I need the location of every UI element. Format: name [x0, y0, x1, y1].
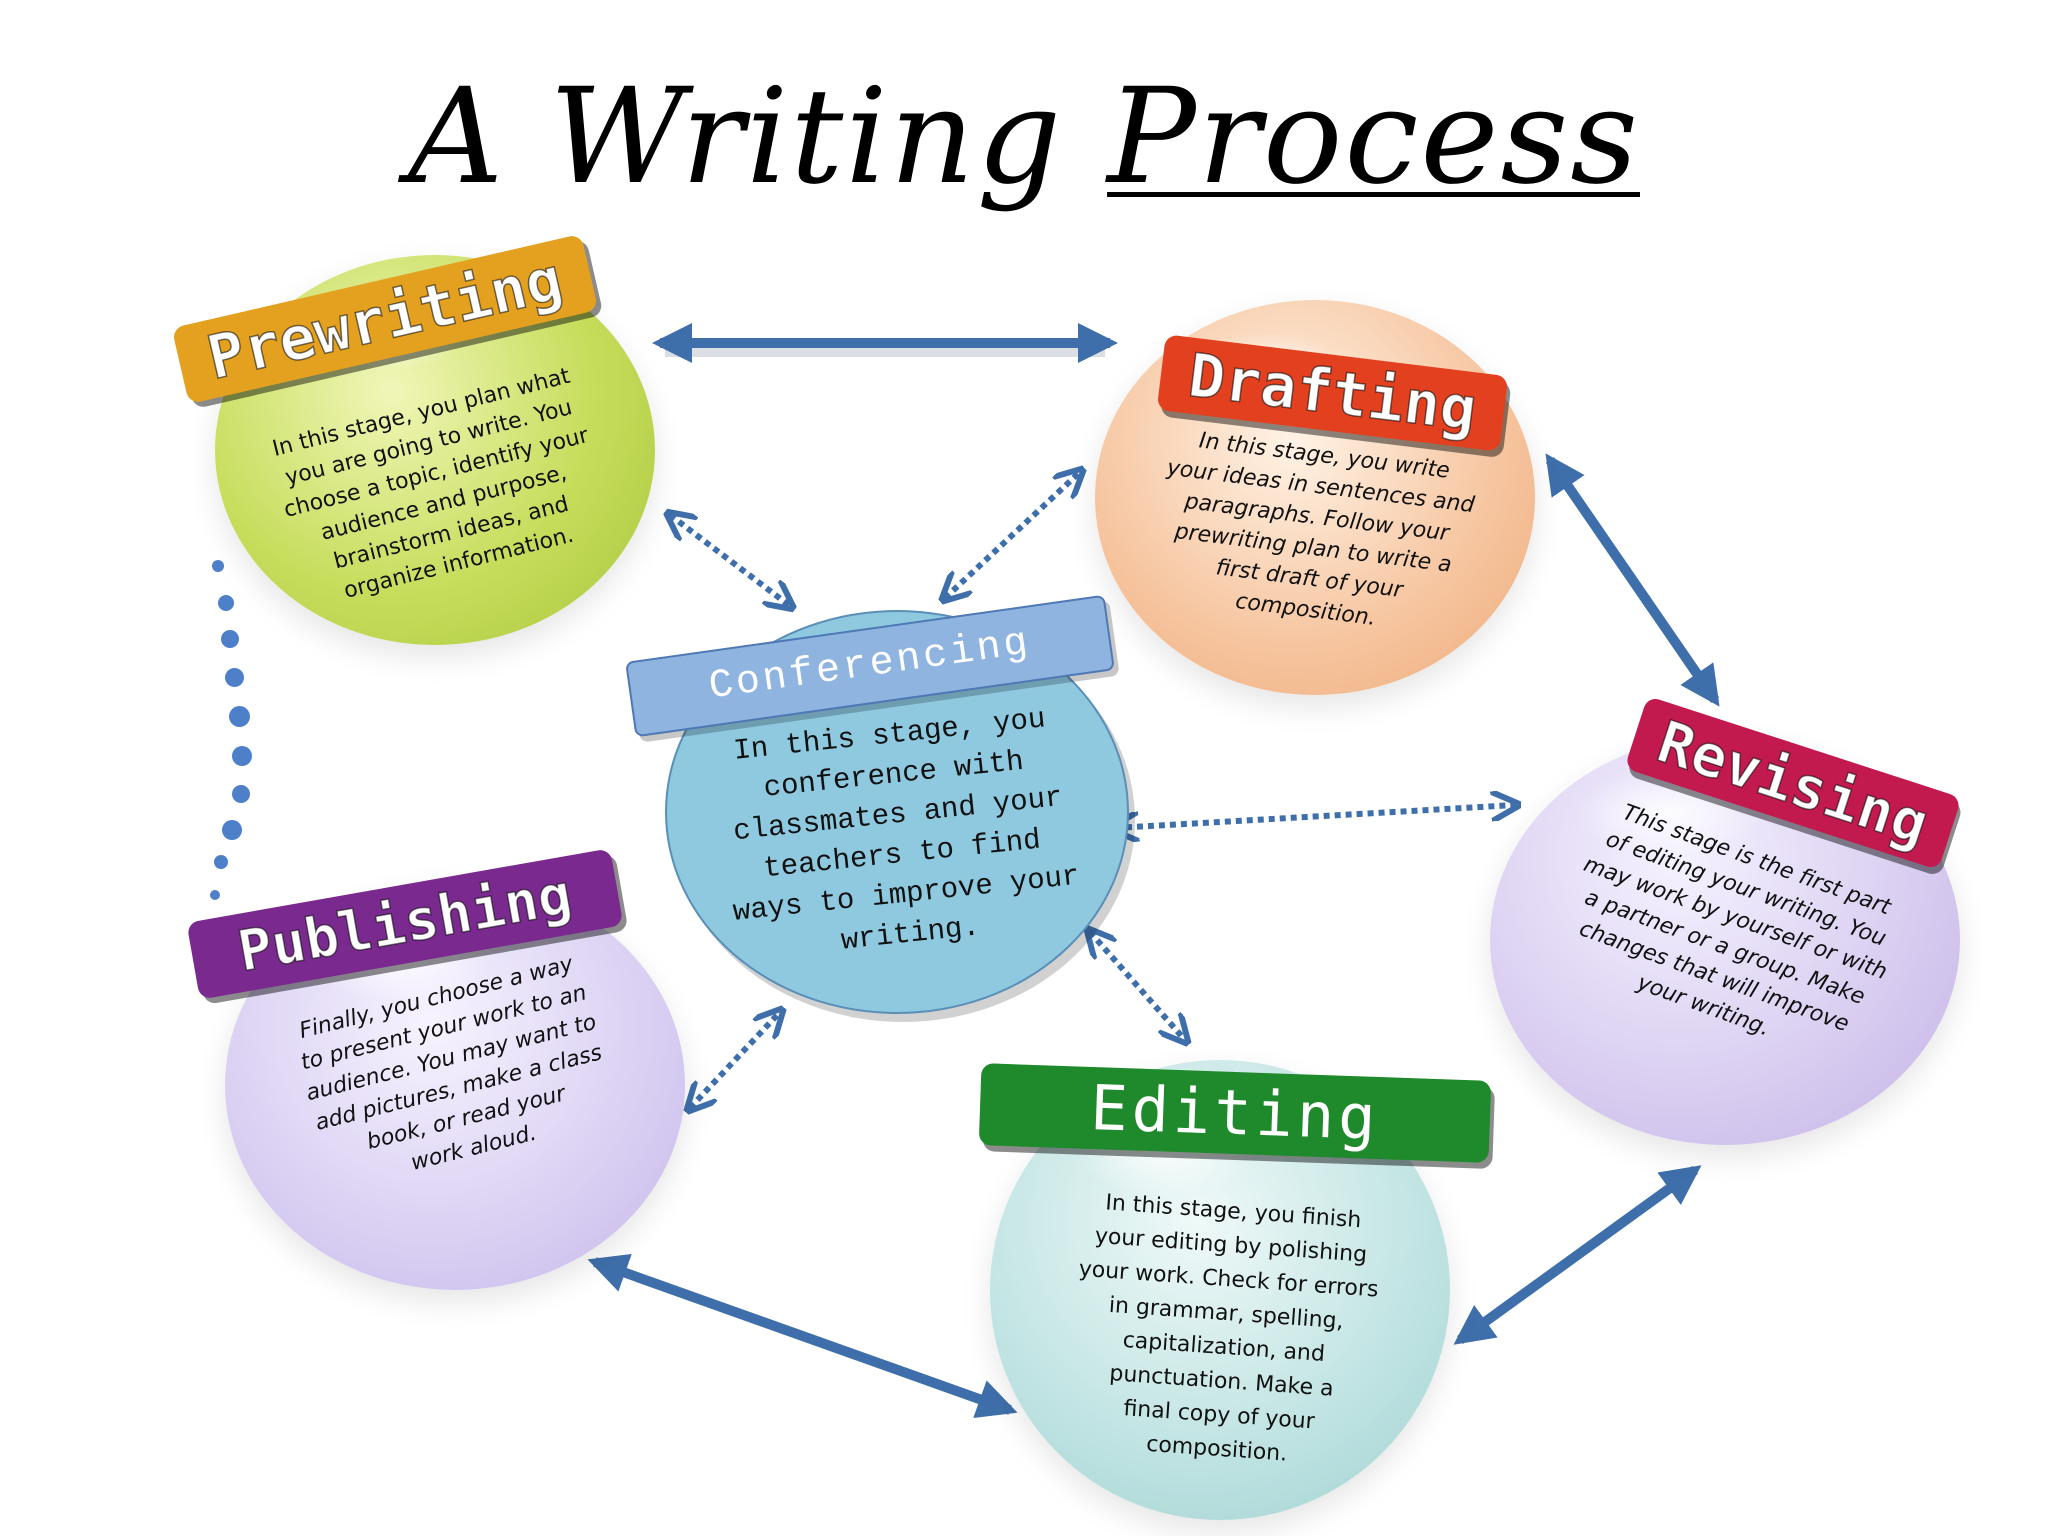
arrow-conf-drafting	[945, 472, 1080, 598]
arrow-conf-revising	[1115, 805, 1515, 828]
editing-text: In this stage, you finish your editing b…	[1077, 1190, 1380, 1467]
title-part-2: Process	[1107, 60, 1640, 214]
arrow-editing-publishing	[587, 1253, 1018, 1419]
conferencing-text: In this stage, you conference with class…	[731, 702, 1082, 958]
arrow-drafting-revising	[1545, 453, 1720, 707]
arrow-conf-editing	[1090, 932, 1185, 1040]
arrow-revising-editing	[1453, 1165, 1702, 1345]
diagram-title: A Writing Process	[0, 60, 2048, 214]
arrow-conf-prewriting	[670, 515, 790, 606]
arrow-conf-publishing	[690, 1012, 780, 1108]
title-part-1: A Writing	[407, 60, 1064, 214]
